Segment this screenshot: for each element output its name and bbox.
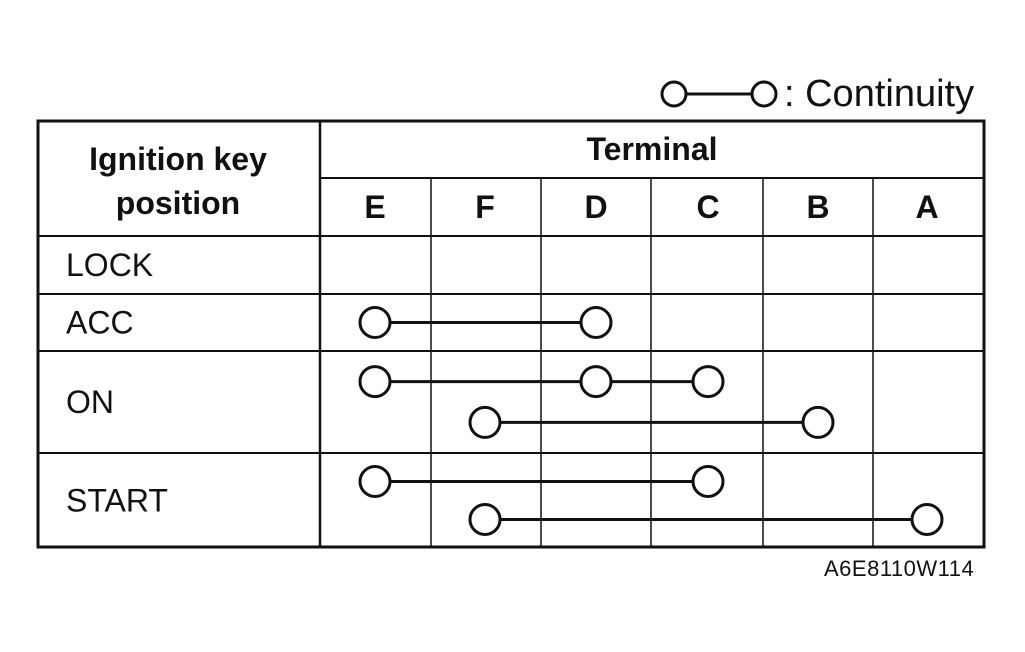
position-label-acc: ACC bbox=[66, 305, 134, 341]
terminal-label-b: B bbox=[806, 189, 829, 225]
figure-code: A6E8110W114 bbox=[824, 556, 975, 581]
continuity-connections bbox=[358, 306, 944, 536]
terminal-node-e bbox=[358, 306, 392, 339]
continuity-symbol-icon bbox=[660, 80, 778, 108]
terminal-node-c bbox=[691, 465, 725, 498]
legend-label: : Continuity bbox=[784, 72, 975, 115]
continuity-chain bbox=[358, 306, 613, 339]
terminal-node-e bbox=[358, 365, 392, 399]
table-border bbox=[36, 119, 986, 549]
continuity-chain bbox=[358, 465, 725, 498]
table-grid bbox=[36, 119, 986, 549]
terminal-label-a: A bbox=[915, 189, 938, 225]
continuity-legend: : Continuity bbox=[656, 70, 974, 118]
terminal-label-f: F bbox=[475, 189, 495, 225]
terminal-node-e bbox=[358, 465, 392, 498]
terminal-label-e: E bbox=[364, 189, 385, 225]
continuity-chain bbox=[468, 405, 835, 439]
terminal-node-d bbox=[579, 365, 613, 399]
terminal-node-a bbox=[910, 503, 944, 536]
continuity-chain bbox=[468, 503, 944, 536]
terminal-label-c: C bbox=[696, 189, 719, 225]
position-header-line1: Ignition key bbox=[89, 141, 267, 177]
continuity-chain bbox=[358, 365, 725, 399]
terminal-node-b bbox=[801, 405, 835, 439]
terminal-label-d: D bbox=[584, 189, 607, 225]
position-label-lock: LOCK bbox=[66, 247, 153, 283]
terminal-node-c bbox=[691, 365, 725, 399]
position-label-start: START bbox=[66, 483, 168, 519]
terminal-node-d bbox=[579, 306, 613, 339]
terminal-node-f bbox=[468, 503, 502, 536]
position-label-on: ON bbox=[66, 384, 114, 420]
position-header-line2: position bbox=[116, 185, 240, 221]
terminal-header: Terminal bbox=[587, 131, 718, 167]
terminal-node-f bbox=[468, 405, 502, 439]
